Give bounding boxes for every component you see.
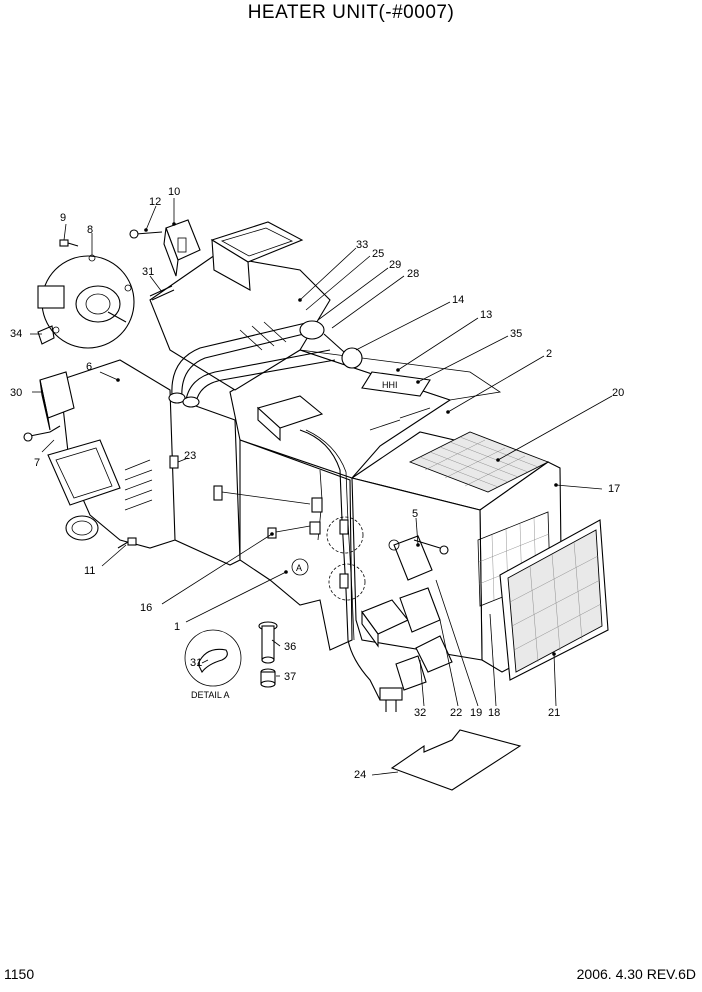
- callout-14: 14: [452, 294, 464, 306]
- callout-5: 5: [412, 508, 418, 520]
- callout-22: 22: [450, 707, 462, 719]
- callout-37: 37: [284, 671, 296, 683]
- callout-34: 34: [10, 328, 22, 340]
- callout-20: 20: [612, 387, 624, 399]
- callout-30: 30: [10, 387, 22, 399]
- callout-2: 2: [546, 348, 552, 360]
- control-box: [256, 395, 324, 442]
- callout-12: 12: [149, 196, 161, 208]
- screw: [59, 239, 79, 247]
- page-number: 1150: [4, 966, 35, 982]
- plate-text: HHI: [382, 380, 398, 390]
- callout-18: 18: [488, 707, 500, 719]
- floor-mat: [390, 729, 522, 791]
- callout-33: 33: [356, 239, 368, 251]
- callout-11: 11: [84, 565, 95, 577]
- callout-32: 32: [414, 707, 426, 719]
- callout-16: 16: [140, 602, 152, 614]
- callout-23: 23: [184, 450, 196, 462]
- water-valve: [299, 320, 363, 369]
- callout-25: 25: [372, 248, 384, 260]
- side-actuator: [388, 535, 449, 581]
- drain-cap: [260, 668, 276, 688]
- callout-31-top: 31: [142, 266, 154, 278]
- leader-lines: [30, 198, 613, 776]
- leader-dots: [116, 222, 558, 656]
- callout-13: 13: [480, 309, 492, 321]
- heater-pipes: [168, 321, 336, 408]
- callout-21: 21: [548, 707, 560, 719]
- detail-marker: [326, 516, 364, 554]
- screw: [117, 537, 137, 549]
- bracket: [37, 325, 55, 345]
- callout-17: 17: [608, 483, 620, 495]
- callout-24: 24: [354, 769, 366, 781]
- callout-9: 9: [60, 212, 66, 224]
- detail-marker: [328, 563, 366, 601]
- callout-7: 7: [34, 457, 40, 469]
- callout-1: 1: [174, 621, 180, 633]
- relay-box: [361, 587, 453, 712]
- detail-callout-circle: [291, 558, 309, 576]
- actuator-top: [129, 219, 201, 277]
- callout-6: 6: [86, 361, 92, 373]
- revision-date: 2006. 4.30 REV.6D: [576, 966, 696, 982]
- callout-numbers: 10 12 9 8 31 34 6 30 7 11 33 25 29 28 14…: [10, 186, 624, 781]
- blower-motor: [37, 254, 135, 349]
- drawing-title: HEATER UNIT(-#0007): [247, 2, 455, 23]
- callout-35: 35: [510, 328, 522, 340]
- callout-8: 8: [87, 224, 93, 236]
- hhi-plate: HHI: [361, 371, 431, 397]
- callout-19: 19: [470, 707, 482, 719]
- filter-panel: [499, 519, 609, 681]
- drain-hose: [258, 621, 278, 664]
- detail-letter: A: [296, 563, 302, 573]
- detail-a: DETAIL A: [184, 629, 242, 700]
- callout-28: 28: [407, 268, 419, 280]
- callout-10: 10: [168, 186, 180, 198]
- filter-top: [408, 431, 550, 493]
- actuator-left: [23, 371, 75, 442]
- callout-36: 36: [284, 641, 296, 653]
- detail-caption: DETAIL A: [191, 690, 230, 700]
- callout-31-detail: 31: [190, 657, 202, 669]
- callout-29: 29: [389, 259, 401, 271]
